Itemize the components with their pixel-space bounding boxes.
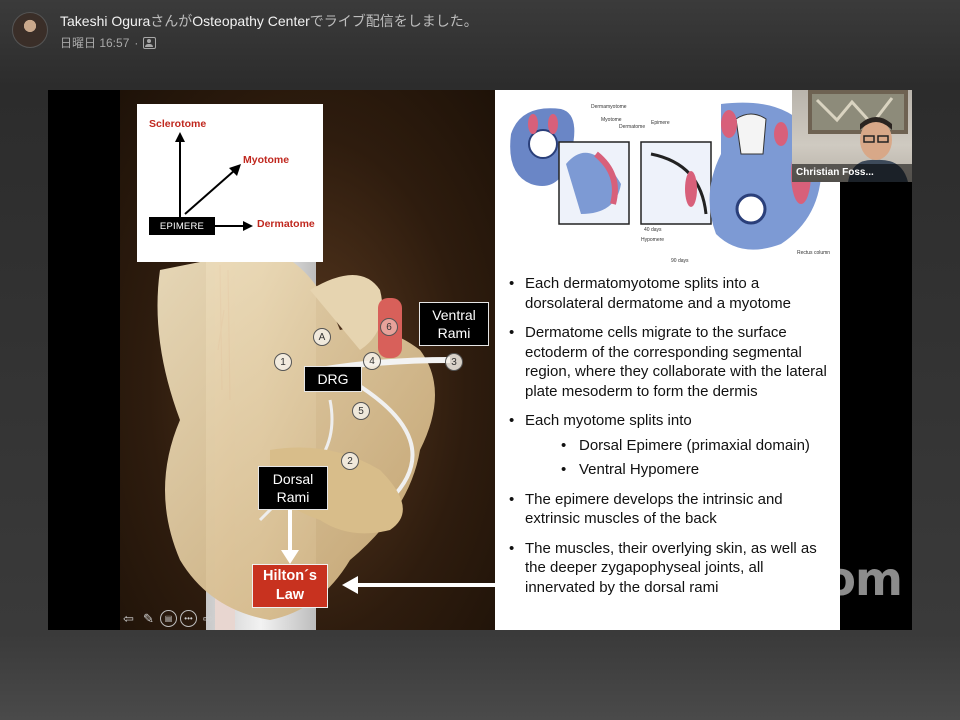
svg-text:90 days: 90 days [671,258,689,264]
post-title: Takeshi OguraさんがOsteopathy Centerでライブ配信を… [60,11,478,31]
svg-text:Epimere: Epimere [651,120,670,126]
drg-label: DRG [304,366,362,392]
post-verb-prefix: さんが [150,13,193,29]
marker-1: 1 [274,353,292,371]
marker-a: A [313,328,331,346]
marker-3: 3 [445,353,463,371]
slide-anatomy-panel: Sclerotome Myotome Dermatome EPIMERE A 1… [120,90,495,630]
slide-text-panel: Dermamyotome Myotome Dermatome Epimere H… [495,90,840,630]
live-video[interactable]: Sclerotome Myotome Dermatome EPIMERE A 1… [48,90,912,630]
sub-bullet-item: Dorsal Epimere (primaxial domain) [525,436,837,456]
bullet-list: Each dermatomyotome splits into a dorsol… [507,274,837,607]
bullet-item: The muscles, their overlying skin, as we… [507,539,837,598]
axis-diagram: Sclerotome Myotome Dermatome EPIMERE [137,104,323,262]
avatar[interactable] [12,12,48,48]
sub-bullet-item: Ventral Hypomere [525,460,837,480]
more-icon[interactable]: ••• [180,610,197,627]
marker-4: 4 [363,352,381,370]
svg-text:Dermatome: Dermatome [619,124,645,130]
author-name[interactable]: Takeshi Ogura [60,13,151,29]
myotome-label: Myotome [243,154,290,166]
next-arrow-icon[interactable]: ⇨ [203,610,214,626]
svg-text:40 days: 40 days [644,227,662,233]
epimere-label: EPIMERE [149,217,215,235]
post-meta: 日曜日 16:57 · [60,34,157,51]
svg-text:Dermamyotome: Dermamyotome [591,104,627,110]
post-timestamp[interactable]: 日曜日 16:57 [60,36,130,50]
post-header: Takeshi OguraさんがOsteopathy Centerでライブ配信を… [0,0,960,60]
sclerotome-label: Sclerotome [149,118,207,130]
bullet-item: Each dermatomyotome splits into a dorsol… [507,274,837,313]
axis-arrows [175,132,253,231]
marker-5: 5 [352,402,370,420]
presenter-video-thumbnail[interactable]: Christian Foss... [792,90,912,182]
friends-icon[interactable] [143,36,157,49]
dermatome-label: Dermatome [257,218,315,230]
post-verb-suffix: でライブ配信をしました。 [309,13,478,29]
svg-text:Rectus column: Rectus column [797,250,830,256]
bullet-item: The epimere develops the intrinsic and e… [507,490,837,529]
presenter-name: Christian Foss... [792,164,912,182]
bullet-item: Each myotome splits into Dorsal Epimere … [507,411,837,480]
slides-icon[interactable]: ▤ [160,610,177,627]
marker-6: 6 [380,318,398,336]
slide-controls: ⇦ ✎ ▤ ••• ⇨ [120,610,217,627]
bullet-item: Dermatome cells migrate to the surface e… [507,323,837,401]
svg-text:Myotome: Myotome [601,117,622,123]
prev-arrow-icon[interactable]: ⇦ [123,610,134,626]
pen-icon[interactable]: ✎ [143,610,154,626]
svg-text:Hypomere: Hypomere [641,237,664,243]
embryo-cross-section-figure: Dermamyotome Myotome Dermatome Epimere H… [510,98,830,264]
zoom-watermark: zoom [768,552,903,606]
marker-2: 2 [341,452,359,470]
meta-separator: · [134,35,139,50]
page-name[interactable]: Osteopathy Center [192,13,310,29]
